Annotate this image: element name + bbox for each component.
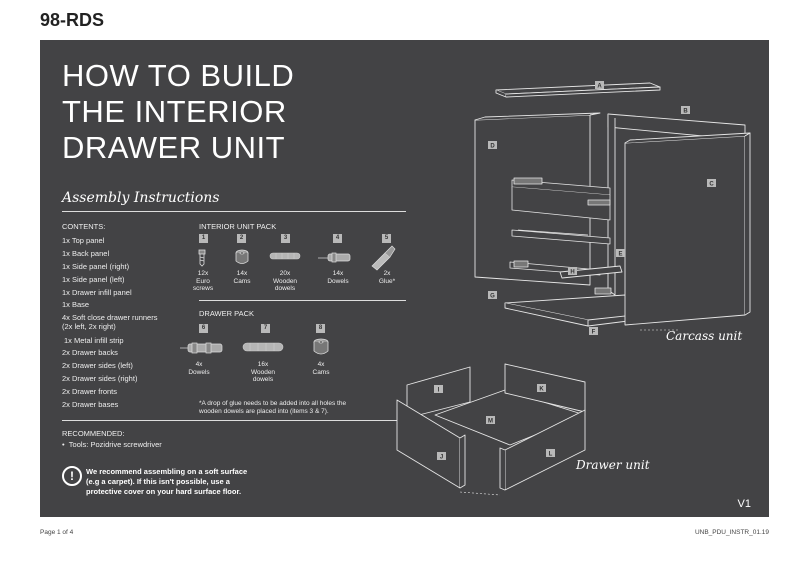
- item-number-badge: 3: [281, 234, 290, 243]
- page-title: HOW TO BUILD THE INTERIOR DRAWER UNIT: [62, 58, 294, 166]
- contents-item: 1x Side panel (right): [62, 262, 130, 271]
- top-panel-part: [495, 82, 661, 98]
- svg-text:F: F: [592, 330, 596, 336]
- part-label-l: L: [546, 449, 555, 458]
- contents-item: 2x Drawer sides (left): [62, 361, 133, 370]
- item-number-badge: 5: [382, 234, 391, 243]
- part-label-i: I: [434, 385, 443, 394]
- part-label-d: D: [488, 141, 497, 150]
- svg-text:A: A: [597, 84, 602, 90]
- contents-item: 2x Drawer bases: [62, 400, 119, 409]
- part-label-e: E: [616, 249, 625, 258]
- wooden-dowel-icon: [269, 252, 301, 260]
- contents-item: (2x left, 2x right): [62, 322, 116, 331]
- page-number: Page 1 of 4: [40, 529, 74, 536]
- contents-item: 1x Base: [62, 300, 90, 309]
- part-label-a: A: [595, 81, 604, 90]
- contents-item: 4x Soft close drawer runners: [62, 313, 158, 322]
- drawer-unit-caption: Drawer unit: [576, 458, 650, 472]
- part-label-h: H: [568, 267, 577, 276]
- contents-item: 1x Top panel: [62, 236, 105, 245]
- document-reference: UNB_PDU_INSTR_01.19: [694, 529, 769, 536]
- svg-text:H: H: [570, 270, 574, 276]
- item-number-badge: 8: [316, 324, 325, 333]
- part-label-f: F: [589, 327, 598, 336]
- title-line-3: DRAWER UNIT: [62, 130, 286, 165]
- drawer-unit-part: [396, 363, 586, 491]
- svg-text:J: J: [440, 455, 443, 461]
- dowel-icon: [180, 342, 223, 354]
- contents-heading: CONTENTS:: [62, 222, 106, 231]
- part-label-j: J: [437, 452, 446, 461]
- warning-text: We recommend assembling on a soft surfac…: [86, 467, 248, 496]
- subtitle: Assembly Instructions: [62, 190, 220, 206]
- item-number-badge: 2: [237, 234, 246, 243]
- recommended-tools: • Tools: Pozidrive screwdriver: [62, 440, 162, 449]
- item-number-badge: 1: [199, 234, 208, 243]
- contents-item: 1x Drawer infill panel: [62, 288, 132, 297]
- svg-text:L: L: [549, 452, 553, 458]
- recommended-heading: RECOMMENDED:: [62, 429, 125, 438]
- contents-item: 2x Drawer backs: [62, 348, 118, 357]
- carcass-unit-caption: Carcass unit: [666, 329, 743, 343]
- exclamation-icon: !: [62, 466, 82, 486]
- item-number-badge: 4: [333, 234, 342, 243]
- cam-icon: [235, 249, 249, 264]
- svg-text:C: C: [709, 182, 714, 188]
- svg-text:B: B: [683, 109, 688, 115]
- svg-text:M: M: [488, 419, 493, 425]
- pack-divider: [199, 300, 406, 301]
- contents-item: 1x Back panel: [62, 249, 110, 258]
- contents-item: 2x Drawer sides (right): [62, 374, 138, 383]
- part-label-g: G: [488, 291, 497, 300]
- svg-text:D: D: [490, 144, 495, 150]
- subtitle-divider: [62, 211, 406, 212]
- cam-icon: [313, 338, 329, 355]
- side-panel-right-part: [624, 132, 751, 326]
- svg-text:K: K: [539, 387, 544, 393]
- document-code: 98-RDS: [40, 10, 105, 30]
- section-divider: [62, 420, 406, 421]
- title-line-2: THE INTERIOR: [62, 94, 287, 129]
- hardware-icons: [180, 245, 396, 355]
- part-label-c: C: [707, 179, 716, 188]
- drawer-pack-heading: DRAWER PACK: [199, 309, 255, 318]
- svg-text:E: E: [618, 252, 622, 258]
- wooden-dowel-icon: [242, 342, 284, 352]
- svg-text:I: I: [438, 388, 440, 394]
- contents-item: 1x Side panel (left): [62, 275, 125, 284]
- dowel-icon: [318, 252, 351, 263]
- part-label-k: K: [537, 384, 546, 393]
- part-label-b: B: [681, 106, 690, 115]
- item-number-badge: 7: [261, 324, 270, 333]
- instruction-panel: HOW TO BUILD THE INTERIOR DRAWER UNIT As…: [40, 40, 769, 517]
- interior-pack-heading: INTERIOR UNIT PACK: [199, 222, 277, 231]
- part-label-m: M: [486, 416, 495, 425]
- contents-item: 2x Drawer fronts: [62, 387, 118, 396]
- item-number-badge: 6: [199, 324, 208, 333]
- contents-item: 1x Metal infill strip: [64, 336, 124, 345]
- title-line-1: HOW TO BUILD: [62, 58, 295, 93]
- version-label: V1: [737, 498, 751, 510]
- exploded-assembly-diagram: A B C D E F G H I J K L M: [396, 81, 751, 496]
- glue-icon: [371, 245, 396, 271]
- glue-note: *A drop of glue needs to be added into a…: [199, 400, 347, 415]
- bullet: •: [62, 440, 69, 449]
- euro-screw-icon: [198, 249, 206, 267]
- svg-text:G: G: [490, 294, 495, 300]
